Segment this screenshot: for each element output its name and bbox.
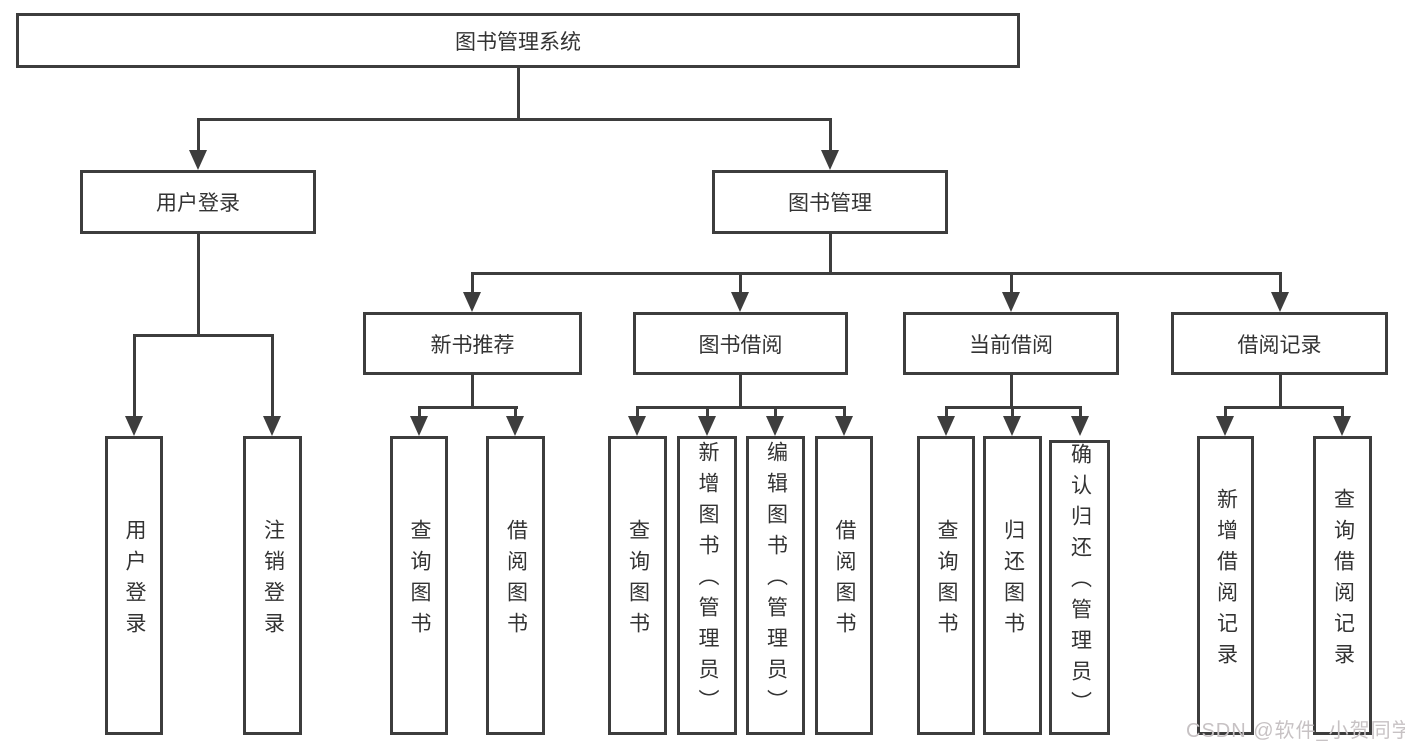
connector-line	[945, 406, 948, 420]
leaf-query-books: 查询图书	[608, 436, 667, 735]
node-label: 借阅图书	[504, 518, 528, 643]
leaf-borrow-books: 借阅图书	[815, 436, 873, 735]
connector-line	[471, 375, 474, 408]
leaf-query-books: 查询图书	[390, 436, 448, 735]
arrow-down-icon	[1216, 416, 1234, 436]
arrow-down-icon	[821, 150, 839, 170]
connector-line	[843, 406, 846, 420]
connector-line	[418, 406, 518, 409]
connector-line	[197, 234, 200, 336]
node-label: 新书推荐	[430, 333, 515, 357]
leaf-add-book-admin: 新增图书（管理员）	[677, 436, 737, 735]
node-label: 图书管理系统	[455, 30, 581, 54]
arrow-down-icon	[189, 150, 207, 170]
node-new-book-recommendation: 新书推荐	[363, 312, 582, 375]
connector-line	[471, 272, 474, 294]
arrow-down-icon	[1333, 416, 1351, 436]
arrow-down-icon	[125, 416, 143, 436]
arrow-down-icon	[766, 416, 784, 436]
node-label: 用户登录	[156, 192, 240, 215]
node-label: 查询借阅记录	[1331, 487, 1355, 674]
node-label: 借阅图书	[833, 518, 856, 643]
connector-line	[471, 272, 1281, 275]
connector-line	[706, 406, 709, 420]
node-label: 归还图书	[1001, 518, 1025, 643]
node-label: 查询图书	[935, 518, 958, 643]
node-label: 确认归还（管理员）	[1068, 443, 1092, 722]
node-label: 新增借阅记录	[1214, 487, 1238, 674]
connector-line	[1341, 406, 1344, 420]
arrow-down-icon	[263, 416, 281, 436]
node-label: 新增图书（管理员）	[696, 441, 719, 720]
arrow-down-icon	[835, 416, 853, 436]
node-current-borrowing: 当前借阅	[903, 312, 1119, 375]
leaf-add-borrow-record: 新增借阅记录	[1197, 436, 1254, 735]
connector-line	[1224, 406, 1227, 420]
arrow-down-icon	[731, 292, 749, 312]
connector-line	[1279, 272, 1282, 294]
node-book-management: 图书管理	[712, 170, 948, 234]
connector-line	[1224, 406, 1344, 409]
connector-line	[739, 375, 742, 408]
arrow-down-icon	[698, 416, 716, 436]
leaf-query-borrow-record: 查询借阅记录	[1313, 436, 1372, 735]
arrow-down-icon	[937, 416, 955, 436]
arrow-down-icon	[463, 292, 481, 312]
connector-line	[418, 406, 421, 420]
leaf-logout: 注销登录	[243, 436, 302, 735]
connector-line	[1011, 406, 1014, 420]
connector-line	[133, 334, 136, 418]
node-label: 借阅记录	[1237, 333, 1322, 357]
connector-line	[517, 68, 520, 120]
connector-line	[636, 406, 846, 409]
node-library-management-system: 图书管理系统	[16, 13, 1020, 68]
arrow-down-icon	[628, 416, 646, 436]
connector-line	[1279, 375, 1282, 408]
connector-line	[197, 118, 200, 156]
arrow-down-icon	[410, 416, 428, 436]
connector-line	[739, 272, 742, 294]
node-label: 查询图书	[626, 518, 650, 643]
node-label: 查询图书	[408, 518, 431, 643]
node-label: 图书管理	[788, 192, 872, 215]
connector-line	[636, 406, 639, 420]
connector-line	[1079, 406, 1082, 420]
leaf-confirm-return-admin: 确认归还（管理员）	[1049, 440, 1110, 735]
connector-line	[1010, 272, 1013, 294]
node-label: 注销登录	[261, 518, 285, 643]
arrow-down-icon	[1002, 292, 1020, 312]
leaf-query-books: 查询图书	[917, 436, 975, 735]
node-label: 编辑图书（管理员）	[764, 441, 788, 720]
arrow-down-icon	[1071, 416, 1089, 436]
node-label: 用户登录	[123, 518, 146, 643]
node-book-borrowing: 图书借阅	[633, 312, 848, 375]
connector-line	[514, 406, 517, 420]
leaf-user-login: 用户登录	[105, 436, 163, 735]
arrow-down-icon	[506, 416, 524, 436]
leaf-return-books: 归还图书	[983, 436, 1042, 735]
leaf-borrow-books: 借阅图书	[486, 436, 545, 735]
node-label: 当前借阅	[969, 333, 1053, 357]
watermark: CSDN @软件_小贺同学	[1186, 720, 1405, 742]
node-user-login: 用户登录	[80, 170, 316, 234]
connector-line	[133, 334, 274, 337]
connector-line	[829, 234, 832, 274]
node-borrowing-records: 借阅记录	[1171, 312, 1388, 375]
connector-line	[1010, 375, 1013, 408]
connector-line	[197, 118, 832, 121]
arrow-down-icon	[1271, 292, 1289, 312]
connector-line	[829, 118, 832, 156]
leaf-edit-book-admin: 编辑图书（管理员）	[746, 436, 805, 735]
arrow-down-icon	[1003, 416, 1021, 436]
connector-line	[774, 406, 777, 420]
connector-line	[271, 334, 274, 418]
node-label: 图书借阅	[698, 333, 783, 357]
